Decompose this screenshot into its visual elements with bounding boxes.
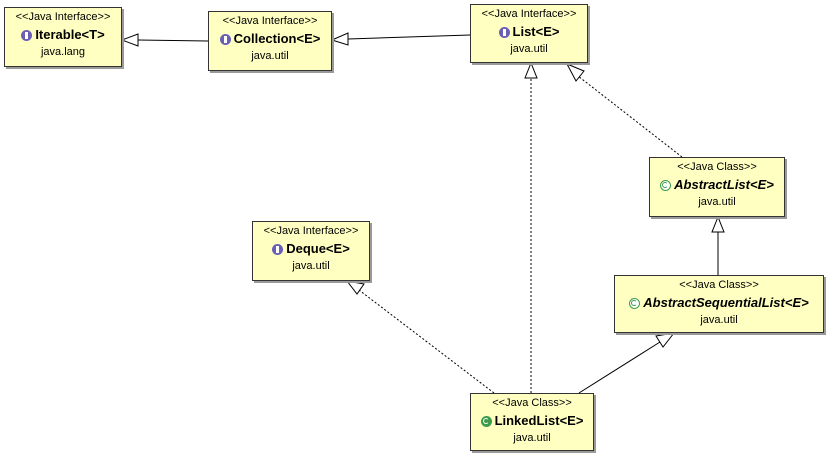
class-name: AbstractSequentialList<E>	[643, 295, 809, 310]
edge-abstractsequentiallist-extends-abstractlist	[711, 215, 725, 275]
class-name: LinkedList<E>	[494, 413, 584, 428]
class-name-row: LinkedList<E>	[471, 413, 593, 429]
node-iterable[interactable]: <<Java Interface>> Iterable<T> java.lang	[4, 7, 122, 67]
node-list[interactable]: <<Java Interface>> List<E> java.util	[470, 4, 588, 63]
abstract-class-icon	[629, 297, 641, 309]
stereotype-label: <<Java Interface>>	[222, 15, 318, 27]
node-abstract-sequential-list[interactable]: <<Java Class>> AbstractSequentialList<E>…	[614, 275, 824, 333]
class-name-row: Iterable<T>	[5, 27, 121, 43]
node-abstract-list[interactable]: <<Java Class>> AbstractList<E> java.util	[649, 157, 785, 217]
stereotype-label: <<Java Class>>	[679, 279, 759, 291]
package-label: java.util	[251, 50, 289, 62]
class-name: List<E>	[512, 24, 560, 39]
package-label: java.util	[700, 314, 738, 326]
edge-linkedlist-extends-abstractsequentiallist	[578, 332, 676, 394]
edge-collection-extends-iterable	[120, 33, 209, 47]
package-label: java.util	[513, 432, 551, 444]
interface-icon	[498, 26, 510, 38]
node-linked-list[interactable]: <<Java Class>> LinkedList<E> java.util	[470, 393, 594, 451]
interface-icon	[219, 33, 231, 45]
package-label: java.util	[292, 260, 330, 272]
class-name: AbstractList<E>	[674, 177, 774, 192]
interface-icon	[272, 243, 284, 255]
stereotype-label: <<Java Interface>>	[263, 225, 359, 237]
class-icon	[480, 415, 492, 427]
class-name: Collection<E>	[233, 31, 321, 46]
package-label: java.lang	[40, 46, 86, 58]
stereotype-label: <<Java Interface>>	[481, 8, 577, 20]
class-name-row: List<E>	[471, 24, 587, 40]
edge-linkedlist-implements-list	[524, 61, 538, 393]
node-collection[interactable]: <<Java Interface>> Collection<E> java.ut…	[208, 11, 332, 71]
edge-abstractlist-implements-list	[565, 63, 683, 158]
class-name: Iterable<T>	[35, 27, 105, 42]
class-name: Deque<E>	[286, 241, 350, 256]
package-label: java.util	[510, 43, 548, 55]
stereotype-label: <<Java Class>>	[492, 397, 572, 409]
interface-icon	[21, 29, 33, 41]
class-name-row: Collection<E>	[209, 31, 331, 47]
stereotype-label: <<Java Interface>>	[15, 11, 111, 23]
abstract-class-icon	[660, 179, 672, 191]
class-name-row: AbstractSequentialList<E>	[615, 295, 823, 311]
stereotype-label: <<Java Class>>	[677, 161, 757, 173]
edge-linkedlist-implements-deque	[345, 280, 495, 394]
node-deque[interactable]: <<Java Interface>> Deque<E> java.util	[252, 221, 370, 281]
class-name-row: AbstractList<E>	[650, 177, 784, 193]
edge-list-extends-collection	[330, 32, 471, 46]
class-name-row: Deque<E>	[253, 241, 369, 257]
package-label: java.util	[698, 196, 736, 208]
